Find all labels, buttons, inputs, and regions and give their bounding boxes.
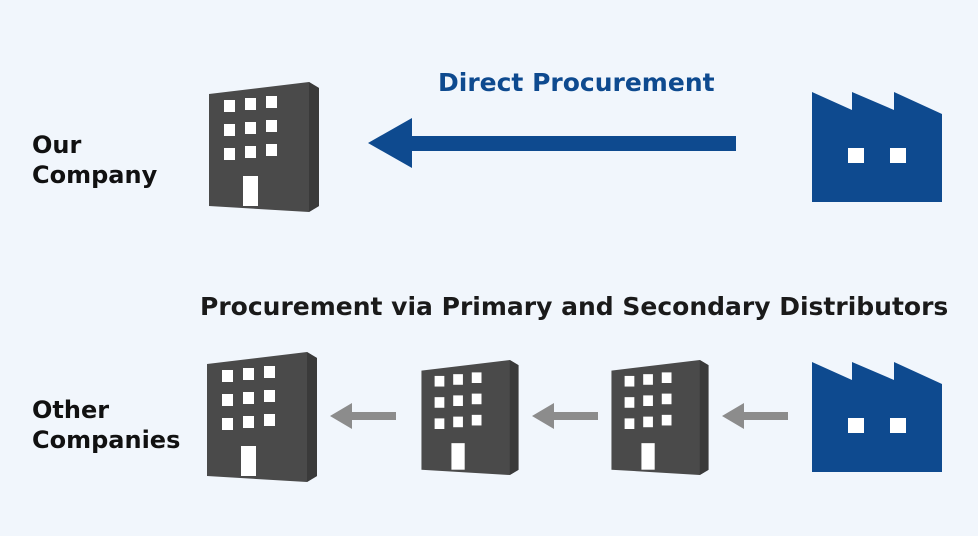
our-company-line1: Our — [32, 131, 82, 159]
direct-procurement-title: Direct Procurement — [438, 68, 715, 97]
other-companies-building-icon — [206, 352, 318, 482]
our-company-line2: Company — [32, 161, 158, 189]
distribution-arrow-left-icon — [532, 403, 598, 429]
our-company-building-icon — [208, 82, 320, 212]
secondary-distributor-building-icon — [420, 360, 520, 475]
our-company-label: Our Company — [32, 130, 157, 190]
other-companies-line1: Other — [32, 396, 110, 424]
distribution-arrow-left-icon — [722, 403, 788, 429]
distribution-arrow-left-icon — [330, 403, 396, 429]
distributor-procurement-title: Procurement via Primary and Secondary Di… — [200, 292, 949, 321]
primary-distributor-building-icon — [610, 360, 710, 475]
other-companies-label: Other Companies — [32, 395, 180, 455]
manufacturer-factory-icon — [812, 362, 942, 472]
direct-arrow-left-icon — [368, 118, 736, 168]
other-companies-line2: Companies — [32, 426, 181, 454]
supplier-factory-icon — [812, 92, 942, 202]
